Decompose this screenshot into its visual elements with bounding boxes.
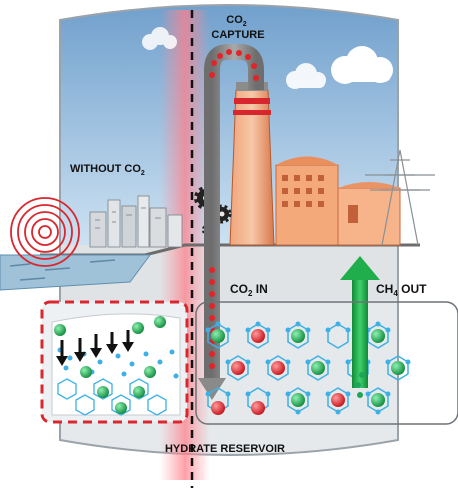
co2-molecules-right — [211, 329, 345, 415]
co2-in-label: CO2 IN — [230, 282, 268, 298]
seismic-wave-icon — [10, 197, 80, 267]
reservoir-frame — [195, 301, 458, 425]
smokestack — [229, 82, 275, 246]
ch4-out-arrow — [340, 256, 380, 398]
co2-molecules-pipe — [209, 49, 259, 369]
cloud-icon — [331, 46, 393, 84]
factory — [275, 156, 401, 246]
subsidence-arrows — [56, 330, 134, 366]
ch4-molecules-right — [211, 329, 405, 407]
capsule-outline — [59, 4, 399, 456]
cloud-icon — [286, 63, 326, 89]
co2-capture-label: CO2 CAPTURE — [211, 14, 264, 41]
water-ripples — [9, 259, 116, 281]
hydrate-reservoir-label: HYDRATE RESERVOIR — [165, 443, 285, 455]
without-co2-label: WITHOUT CO2 — [70, 163, 145, 177]
cloud-icon — [142, 27, 177, 50]
collapse-inset — [40, 300, 189, 424]
city-skyline — [89, 195, 183, 248]
sea-water — [0, 254, 151, 291]
power-pylon-icon — [365, 149, 435, 246]
ch4-out-label: CH4 OUT — [376, 282, 427, 298]
